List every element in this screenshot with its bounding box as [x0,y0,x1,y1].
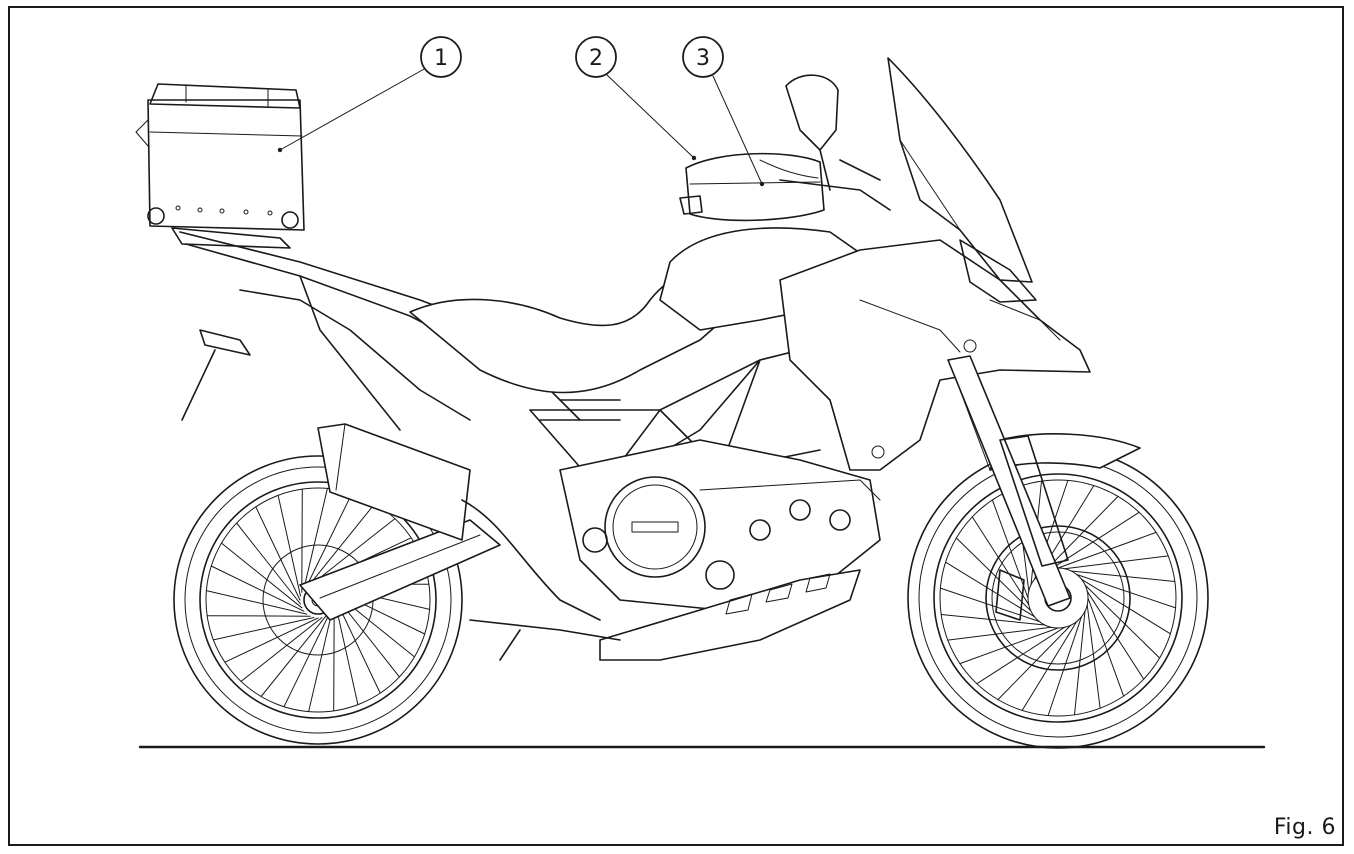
mirror [785,74,839,151]
handlebar [779,159,891,211]
wheel-spoke [255,506,301,601]
wheel-spoke [313,518,396,583]
wheel-spoke [1087,597,1125,697]
front-mudguard [989,433,1141,471]
wheel-spoke [308,610,333,713]
wheel-spoke [1050,511,1140,570]
wheel-spoke [945,561,1035,618]
wheel-spoke [1021,621,1078,711]
skid-plate [599,569,861,661]
engine [559,439,881,611]
callout-1: 1 [277,36,462,153]
wheel-spoke [991,499,1029,599]
wheel-spoke [221,542,303,609]
windscreen [887,57,1033,283]
wheel-spoke [1086,590,1145,680]
wheel-spoke [260,615,327,697]
callout-3-number: 3 [696,46,710,71]
exhaust-silencer [317,423,471,541]
front-forks [947,355,1071,607]
side-fairing [779,239,1091,471]
wheel-spoke [206,615,311,617]
wheel-spoke [212,617,315,641]
wheel-spoke [236,522,301,605]
wheel-spoke [333,607,335,712]
callout-1-number: 1 [434,46,448,71]
wheel-spoke [976,626,1066,685]
callout-2-number: 2 [589,46,603,71]
wheel-spoke [1044,495,1119,572]
wheel-spoke [224,617,319,663]
wheel-spoke [1047,616,1082,717]
wheel-spoke [1074,610,1086,716]
wheel-spoke [1064,555,1169,570]
wheel-spoke [1057,531,1157,569]
tank-bag [679,152,825,222]
swingarm [299,519,501,621]
wheel-spoke [1084,584,1161,659]
wheel-spoke [1070,570,1176,582]
wheel-spoke [997,624,1072,701]
wheel-spoke [240,617,323,682]
callout-2: 2 [575,36,697,161]
headlight [959,239,1037,303]
wheel-spoke [210,565,305,612]
luggage-rack [171,227,291,249]
wheel-spoke [283,613,330,708]
wheel-spoke [971,516,1030,606]
wheel-spoke [335,599,381,694]
wheel-spoke [301,488,303,593]
wheel-spoke [940,614,1046,626]
wheel-spoke [947,626,1052,641]
wheel-spoke [1076,574,1177,609]
wheel-spoke [303,487,328,590]
wheel-spoke [955,537,1032,612]
wheel-spoke [939,587,1040,622]
wheel-spoke [277,494,301,597]
wheel-spoke [309,503,376,585]
wheel-spoke [1081,578,1171,635]
wheel-spoke [205,590,308,615]
top-case [135,83,305,231]
wheel-spoke [335,603,359,706]
wheel-spoke [959,627,1059,665]
callout-3: 3 [682,36,765,187]
wheel-spoke [306,492,353,587]
figure-label: Fig. 6 [1273,815,1336,840]
wheel-spoke [1086,604,1101,709]
